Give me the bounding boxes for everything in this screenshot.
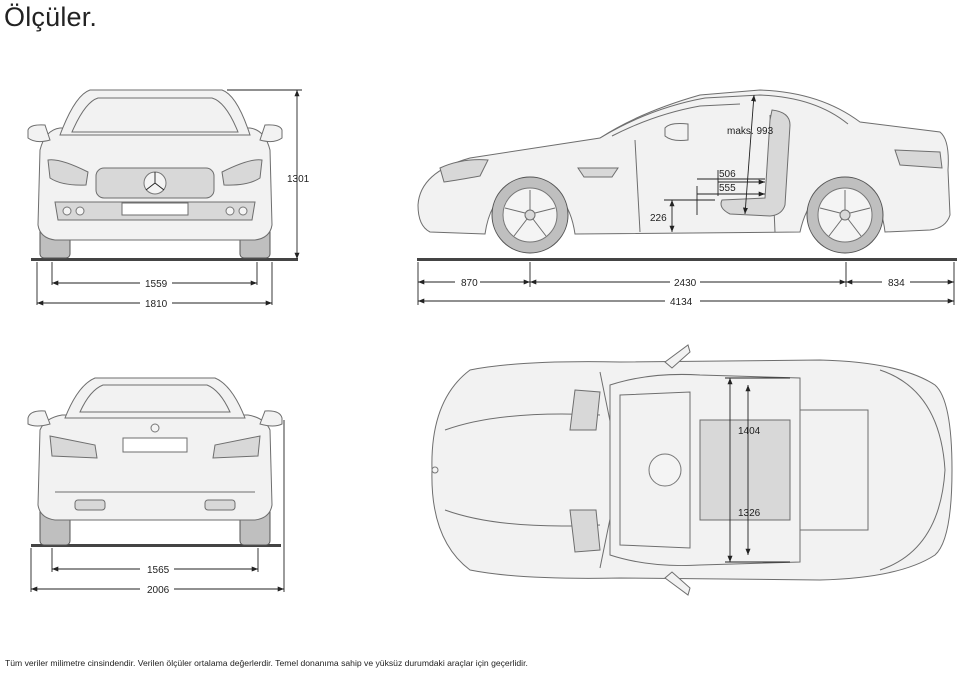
- dim-mirror-width: 2006: [147, 585, 170, 596]
- side-view-dimensions: [417, 94, 955, 305]
- dim-max-headroom: maks. 993: [727, 126, 774, 137]
- dim-rear-track: 1565: [147, 565, 170, 576]
- dim-seat-555: 555: [719, 183, 736, 194]
- rear-view-dimensions: [30, 420, 285, 592]
- rear-view-car: [27, 377, 283, 547]
- footnote: Tüm veriler milimetre cinsindendir. Veri…: [5, 658, 528, 668]
- front-view-car: [27, 89, 298, 261]
- top-view-dimensions: [725, 377, 790, 563]
- front-view-dimensions: [36, 89, 302, 306]
- dim-overall-length: 4134: [670, 297, 693, 308]
- top-view-car: [431, 344, 953, 596]
- page-title: Ölçüler.: [4, 2, 98, 32]
- dim-width-1404: 1404: [738, 426, 761, 437]
- dim-front-overhang: 870: [461, 278, 478, 289]
- dim-front-height: 1301: [287, 174, 310, 185]
- dim-width-1326: 1326: [738, 508, 761, 519]
- dim-seat-height: 226: [650, 213, 667, 224]
- dim-front-width: 1810: [145, 299, 168, 310]
- dim-wheelbase: 2430: [674, 278, 697, 289]
- dim-front-track: 1559: [145, 279, 168, 290]
- side-view-car: [417, 89, 957, 261]
- dim-rear-overhang: 834: [888, 278, 905, 289]
- dim-seat-506: 506: [719, 169, 736, 180]
